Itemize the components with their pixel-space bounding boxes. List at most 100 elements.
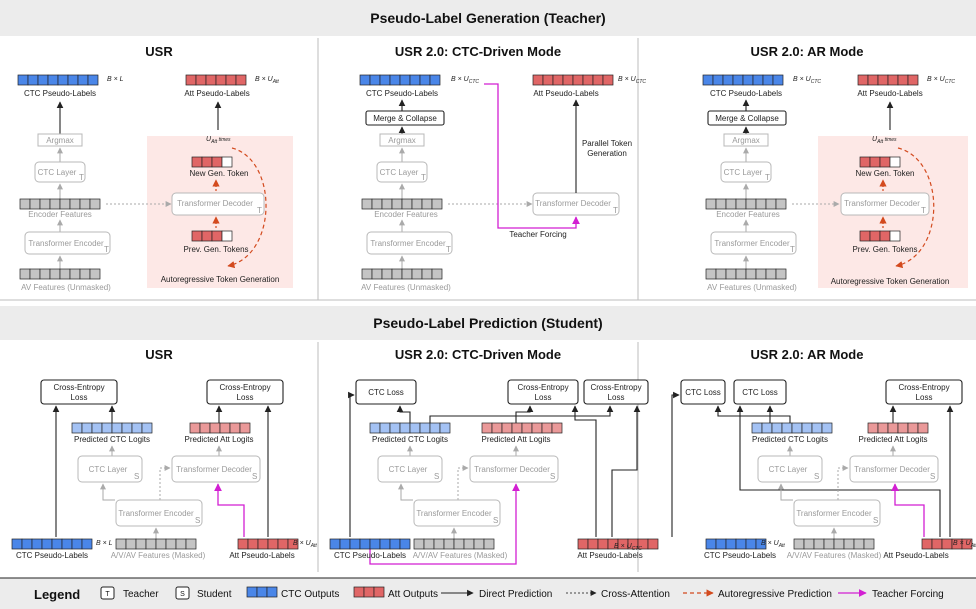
transformer-decoder-box xyxy=(171,192,265,216)
token-cell xyxy=(359,74,371,86)
token-cell xyxy=(219,422,231,434)
ctc-layer-box xyxy=(77,455,143,483)
legend-teacher-forcing: Teacher Forcing xyxy=(872,589,944,600)
parallel-token-label: Parallel Token xyxy=(582,139,632,148)
top-section-header-bg xyxy=(0,0,976,36)
token-cell xyxy=(725,268,737,280)
cross-entropy-label: Cross-Entropy xyxy=(590,383,641,392)
token-cell xyxy=(369,422,381,434)
token-cell xyxy=(725,198,737,210)
token-cell xyxy=(79,268,91,280)
ctc-layer-box xyxy=(720,161,772,183)
arrow xyxy=(100,483,115,501)
token-cell xyxy=(745,198,757,210)
token-cell xyxy=(863,538,875,550)
prev-gen-tokens-label: Prev. Gen. Tokens xyxy=(852,245,917,254)
att-pseudo-labels-label: Att Pseudo-Labels xyxy=(184,89,249,98)
dim-label: B × UCTC xyxy=(614,543,642,552)
encoder-features-label: Encoder Features xyxy=(716,210,780,219)
av-features-label: AV Features (Unmasked) xyxy=(21,283,111,292)
token-cell xyxy=(391,268,403,280)
new-gen-token-label: New Gen. Token xyxy=(190,169,249,178)
token-cell xyxy=(49,268,61,280)
token-cell xyxy=(877,74,889,86)
student-mark: S xyxy=(134,472,139,481)
ctc-token-strip xyxy=(359,74,441,86)
token-cell xyxy=(165,538,177,550)
ar-loop-arrow xyxy=(227,147,267,269)
token-cell xyxy=(91,422,103,434)
transformer-decoder-box xyxy=(849,455,939,483)
token-cell xyxy=(69,268,81,280)
ctc-layer-label: CTC Layer xyxy=(769,465,808,474)
token-cell xyxy=(765,198,777,210)
token-cell xyxy=(145,538,157,550)
panel-title-ar-mode: USR 2.0: AR Mode xyxy=(751,347,864,362)
loss-label: Loss xyxy=(71,393,88,402)
predicted-ctc-strip xyxy=(369,422,451,434)
token-cell xyxy=(27,74,39,86)
token-cell xyxy=(879,156,891,168)
student-mark: S xyxy=(550,472,555,481)
merge-collapse-box xyxy=(707,110,787,126)
token-cell xyxy=(363,586,375,598)
ctc-loss-box xyxy=(355,379,417,405)
ctc-pseudo-labels-label: CTC Pseudo-Labels xyxy=(334,551,406,560)
token-cell xyxy=(215,74,227,86)
token-cell xyxy=(732,74,744,86)
transformer-decoder-label: Transformer Decoder xyxy=(474,465,550,474)
legend-teacher: Teacher xyxy=(123,589,159,600)
token-cell xyxy=(793,538,805,550)
token-cell xyxy=(762,74,774,86)
token-cell xyxy=(369,74,381,86)
token-cell xyxy=(221,156,233,168)
token-cell xyxy=(521,422,533,434)
ctc-pseudo-labels-label: CTC Pseudo-Labels xyxy=(16,551,88,560)
ctc-loss-box xyxy=(733,379,787,405)
cross-entropy-label: Cross-Entropy xyxy=(517,383,568,392)
token-cell xyxy=(246,586,258,598)
token-cell xyxy=(87,74,99,86)
token-cell xyxy=(602,74,614,86)
token-cell xyxy=(81,422,93,434)
att-token-strip xyxy=(857,74,919,86)
ctc-pseudo-labels-label: CTC Pseudo-Labels xyxy=(366,89,438,98)
legend-student: Student xyxy=(197,589,232,600)
panel-title-ctc-mode: USR 2.0: CTC-Driven Mode xyxy=(395,347,561,362)
token-cell xyxy=(791,422,803,434)
dim-label: B × UCTC xyxy=(618,76,646,85)
student-mark: S xyxy=(930,472,935,481)
token-cell xyxy=(221,230,233,242)
prev-token-strip xyxy=(191,230,233,242)
token-cell xyxy=(813,538,825,550)
token-cell xyxy=(429,74,441,86)
token-cell xyxy=(389,74,401,86)
transformer-encoder-label: Transformer Encoder xyxy=(28,239,104,248)
token-cell xyxy=(551,422,563,434)
token-cell xyxy=(453,538,465,550)
token-cell xyxy=(843,538,855,550)
teacher-mark: T xyxy=(257,206,262,215)
transformer-encoder-box xyxy=(24,231,111,255)
dim-label: B × UCTC xyxy=(793,76,821,85)
cross-entropy-loss-box xyxy=(885,379,963,405)
student-mark: S xyxy=(873,516,878,525)
transformer-encoder-label: Transformer Encoder xyxy=(416,509,492,518)
token-cell xyxy=(921,538,933,550)
token-cell xyxy=(389,422,401,434)
legend-cross-attention: Cross-Attention xyxy=(601,589,670,600)
token-cell xyxy=(29,198,41,210)
student-box-icon xyxy=(175,586,190,600)
teacher-forcing-label: Teacher Forcing xyxy=(509,230,566,239)
token-cell xyxy=(889,156,901,168)
transformer-encoder-box xyxy=(366,231,453,255)
token-cell xyxy=(125,538,137,550)
token-cell xyxy=(77,74,89,86)
teacher-forcing-arrow xyxy=(891,483,925,537)
token-cell xyxy=(111,422,123,434)
cross-entropy-loss-box xyxy=(583,379,649,405)
teacher-mark: T xyxy=(765,173,770,182)
token-cell xyxy=(887,422,899,434)
dim-label: B × UCTC xyxy=(927,76,955,85)
token-cell xyxy=(399,538,411,550)
